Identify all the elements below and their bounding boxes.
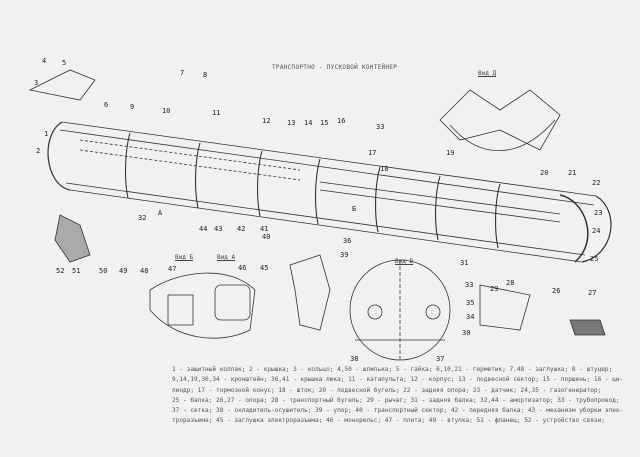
view-label-a: Вид А: [217, 254, 236, 261]
callout-number: 8: [203, 71, 208, 79]
callout-number: 34: [466, 313, 475, 321]
callout-number: 50: [99, 267, 108, 275]
callout-number: 41: [260, 225, 269, 233]
callout-number: 5: [62, 59, 67, 67]
callout-number: 48: [140, 267, 149, 275]
legend-line: 1 - защитный колпак; 2 - крышка; 3 - кол…: [172, 366, 613, 373]
callout-number: Б: [352, 205, 357, 213]
callout-number: 38: [350, 355, 359, 363]
drawing-title: ТРАНСПОРТНО - ПУСКОВОЙ КОНТЕЙНЕР: [272, 64, 398, 71]
callout-number: 33: [376, 123, 385, 131]
callout-number: 6: [104, 101, 109, 109]
view-v-circle: [349, 259, 451, 361]
view-label-v: Вид В: [395, 258, 414, 265]
container-tube: [47, 121, 612, 263]
callout-number: 9: [130, 103, 135, 111]
bracket-detail: [289, 254, 606, 336]
callout-number: 10: [162, 107, 171, 115]
callout-number: 43: [214, 225, 223, 233]
callout-number: 32: [138, 214, 147, 222]
callout-number: А: [158, 209, 163, 217]
callout-number: 45: [260, 264, 269, 272]
callout-number: 46: [238, 264, 247, 272]
view-label-d: Вид Д: [478, 70, 497, 77]
callout-number: 52: [56, 267, 65, 275]
callout-number: 2: [36, 147, 41, 155]
view-b-detail: [149, 272, 256, 339]
callout-number: 36: [343, 237, 352, 245]
callout-number: 49: [119, 267, 128, 275]
legend-line: 37 - сетка; 38 - охладитель-осушитель; 3…: [172, 407, 624, 415]
callout-number: 44: [199, 225, 208, 233]
front-cap-detail: [28, 69, 96, 263]
view-d-detail: [439, 89, 561, 152]
callout-number: 18: [380, 165, 389, 173]
callout-number: 16: [337, 117, 346, 125]
parts-legend: 1 - защитный колпак; 2 - крышка; 3 - кол…: [172, 365, 624, 427]
callout-number: 31: [460, 259, 469, 267]
callout-number: 3: [34, 79, 39, 87]
callout-number: 22: [592, 179, 601, 187]
legend-line: 25 - балка; 26,27 - опора; 28 - транспор…: [172, 396, 620, 404]
callout-number: 24: [592, 227, 601, 235]
view-label-b: Вид Б: [175, 254, 194, 261]
callout-number: 4: [42, 57, 47, 65]
legend-line: линдр; 17 - тормозной конус; 18 - шток; …: [172, 386, 602, 394]
callout-number: 27: [588, 289, 597, 297]
callout-number: 47: [168, 265, 177, 273]
callout-number: 1: [44, 130, 49, 138]
callout-number: 12: [262, 117, 271, 125]
callout-number: 20: [540, 169, 549, 177]
legend-line: 9,14,19,30,34 - кронштейн; 36,41 - крышк…: [172, 376, 624, 384]
callout-number: 15: [320, 119, 329, 127]
callout-number: 26: [552, 287, 561, 295]
callout-number: 29: [490, 285, 499, 293]
callout-number: 28: [506, 279, 515, 287]
callout-number: 23: [594, 209, 603, 217]
callout-number: 21: [568, 169, 577, 177]
callout-number: 37: [436, 355, 445, 363]
callout-number: 13: [287, 119, 296, 127]
callout-number: 40: [262, 233, 271, 241]
callout-number: 17: [368, 149, 377, 157]
callout-number: 14: [304, 119, 313, 127]
callout-number: 30: [462, 329, 471, 337]
callout-number: 33: [465, 281, 474, 289]
callout-number: 51: [72, 267, 81, 275]
callout-number: 35: [466, 299, 475, 307]
callout-number: 7: [180, 69, 185, 77]
callout-number: 42: [237, 225, 246, 233]
callout-number: 19: [446, 149, 455, 157]
callout-number: 11: [212, 109, 221, 117]
callout-number: 39: [340, 251, 349, 259]
legend-line: троразъема; 45 - заглушка электроразъема…: [172, 417, 605, 425]
callout-number: 25: [590, 255, 599, 263]
